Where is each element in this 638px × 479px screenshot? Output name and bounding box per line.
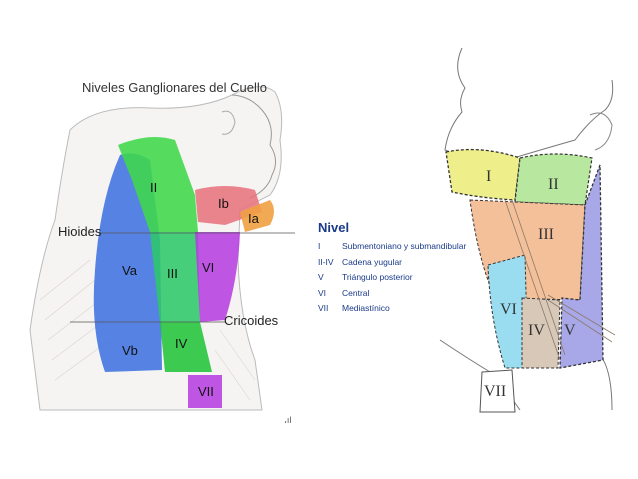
- level-iii-region: [150, 232, 200, 322]
- left-level-vi-label: VI: [202, 260, 215, 275]
- level-ii-region: [118, 136, 198, 232]
- ear-contour-right: [589, 112, 613, 151]
- cricoid-label: Cricoides: [224, 313, 279, 328]
- right-level-ii-region: [514, 153, 593, 206]
- face-contour: [231, 94, 276, 199]
- right-level-i-region: [445, 148, 521, 201]
- legend-text: Mediastínico: [342, 303, 390, 313]
- left-level-iii-label: III: [167, 266, 178, 281]
- left-level-ib-label: Ib: [218, 196, 229, 211]
- right-level-iv-label: IV: [528, 322, 545, 339]
- legend-row: VII Mediastínico: [318, 301, 518, 317]
- left-level-va-label: Va: [122, 263, 137, 278]
- right-level-v-label: V: [564, 322, 576, 339]
- right-level-iv-region: [521, 297, 561, 369]
- level-vii-region: [188, 375, 222, 408]
- legend-code: VII: [318, 303, 329, 313]
- legend-row: VI Central: [318, 286, 518, 302]
- legend-text: Cadena yugular: [342, 256, 403, 267]
- level-vi-region: [195, 232, 240, 322]
- right-level-ii-label: II: [548, 176, 559, 193]
- diagram-title: Niveles Ganglionares del Cuello: [82, 80, 267, 95]
- legend-title: Nivel: [318, 220, 350, 235]
- legend-code: I: [318, 241, 321, 251]
- level-legend: Nivel I Submentoniano y submandibular II…: [318, 220, 518, 317]
- footer-mark: ،ıl: [284, 415, 292, 425]
- hyoid-label: Hioides: [58, 224, 102, 239]
- right-level-vii-label: VII: [484, 383, 507, 400]
- legend-text: Submentoniano y submandibular: [342, 241, 467, 251]
- left-level-vii-label: VII: [198, 384, 214, 399]
- right-level-vi-region: [487, 254, 529, 369]
- right-level-i-label: I: [486, 168, 492, 185]
- legend-code: VI: [318, 287, 327, 298]
- legend-code: II-IV: [318, 256, 334, 267]
- left-level-vb-label: Vb: [122, 343, 138, 358]
- left-level-iv-label: IV: [175, 336, 188, 351]
- right-level-vi-label: VI: [500, 301, 517, 318]
- right-level-iii-region: [469, 199, 586, 301]
- legend-text: Central: [342, 287, 370, 298]
- legend-text: Triángulo posterior: [342, 272, 413, 282]
- legend-row: I Submentoniano y submandibular: [318, 239, 518, 255]
- level-ia-region: [240, 200, 274, 232]
- head-contour: [444, 47, 614, 163]
- legend-row: V Triángulo posterior: [318, 270, 518, 286]
- level-iv-region: [160, 322, 212, 372]
- right-level-vii-region: [479, 369, 516, 413]
- right-level-iii-label: III: [538, 226, 554, 243]
- legend-row: II-IV Cadena yugular: [318, 255, 518, 271]
- left-level-ii-label: II: [150, 180, 158, 195]
- ear-contour: [221, 110, 236, 135]
- right-level-v-region: [559, 164, 604, 369]
- legend-code: V: [318, 272, 324, 282]
- left-level-ia-label: Ia: [248, 211, 259, 226]
